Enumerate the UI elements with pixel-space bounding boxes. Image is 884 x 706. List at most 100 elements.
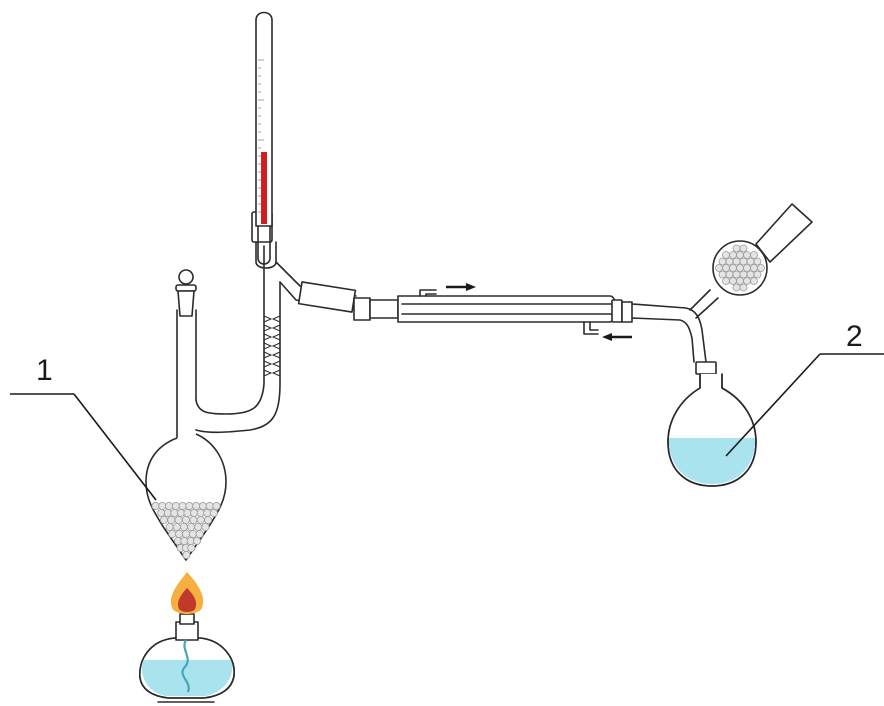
bead xyxy=(751,278,758,285)
column-indentations xyxy=(264,316,280,376)
bead xyxy=(160,516,167,523)
bead xyxy=(193,537,200,544)
bead xyxy=(197,509,204,516)
bead xyxy=(193,502,200,509)
side-arm xyxy=(276,262,370,320)
adapter xyxy=(622,290,718,362)
bead xyxy=(168,516,175,523)
bead xyxy=(213,502,220,509)
bead xyxy=(165,502,172,509)
bead xyxy=(747,271,754,278)
label-1-leader xyxy=(10,394,156,500)
liebig-condenser xyxy=(370,283,632,341)
bead xyxy=(172,502,179,509)
bead xyxy=(740,284,747,291)
column-indent xyxy=(273,334,280,340)
bead xyxy=(188,544,195,551)
fractionating-column xyxy=(252,212,280,376)
column-indent xyxy=(264,325,271,331)
bead xyxy=(754,258,761,265)
bead xyxy=(196,530,203,537)
column-indent xyxy=(273,316,280,322)
bead xyxy=(744,265,751,272)
bead xyxy=(189,530,196,537)
bead xyxy=(747,258,754,265)
bead xyxy=(733,271,740,278)
distillation-flask xyxy=(146,246,280,560)
bead xyxy=(190,516,197,523)
bead xyxy=(197,516,204,523)
bead xyxy=(754,271,761,278)
column-indent xyxy=(264,316,271,322)
bead xyxy=(158,509,165,516)
bead xyxy=(719,271,726,278)
bead xyxy=(184,509,191,516)
boiling-chips xyxy=(152,502,220,558)
thermometer xyxy=(256,13,272,265)
column-indent xyxy=(273,370,280,376)
bead xyxy=(744,278,751,285)
bead xyxy=(733,245,740,252)
bead xyxy=(176,530,183,537)
column-indent xyxy=(264,370,271,376)
bead xyxy=(740,245,747,252)
label-flask-2: 2 xyxy=(846,322,863,352)
label-flask-1: 1 xyxy=(36,356,53,386)
bead xyxy=(733,284,740,291)
bead xyxy=(758,265,765,272)
bead xyxy=(719,258,726,265)
bead xyxy=(751,265,758,272)
bead xyxy=(726,258,733,265)
column-indent xyxy=(273,325,280,331)
bead xyxy=(204,509,211,516)
bead xyxy=(186,502,193,509)
mercury-column xyxy=(261,152,267,224)
bead xyxy=(723,265,730,272)
bead xyxy=(171,509,178,516)
bead xyxy=(730,252,737,259)
bead xyxy=(205,516,212,523)
bead xyxy=(177,509,184,516)
bead xyxy=(182,530,189,537)
bead xyxy=(195,523,202,530)
column-indent xyxy=(273,352,280,358)
bead xyxy=(180,523,187,530)
bead xyxy=(183,551,190,558)
bead xyxy=(737,278,744,285)
water-outlet-arrow-icon xyxy=(446,283,476,291)
column-indent xyxy=(264,361,271,367)
water-inlet-arrow-icon xyxy=(602,333,632,341)
column-indent xyxy=(264,334,271,340)
bead xyxy=(199,502,206,509)
bead xyxy=(737,265,744,272)
bead xyxy=(182,516,189,523)
drying-tube xyxy=(713,204,812,295)
bead xyxy=(730,278,737,285)
column-indent xyxy=(264,343,271,349)
bead xyxy=(169,530,176,537)
receiver-flask xyxy=(668,362,756,486)
distillate-liquid xyxy=(669,438,755,484)
column-indent xyxy=(264,352,271,358)
bead xyxy=(726,271,733,278)
bead xyxy=(164,509,171,516)
bead xyxy=(723,252,730,259)
bead xyxy=(179,502,186,509)
bead xyxy=(187,523,194,530)
bead xyxy=(190,509,197,516)
bead xyxy=(202,523,209,530)
bead xyxy=(159,502,166,509)
bead xyxy=(733,258,740,265)
bead xyxy=(744,252,751,259)
bead xyxy=(175,516,182,523)
bead xyxy=(716,265,723,272)
bead xyxy=(740,271,747,278)
bead xyxy=(210,509,217,516)
bead xyxy=(723,278,730,285)
bead xyxy=(152,502,159,509)
bead xyxy=(166,523,173,530)
column-indent xyxy=(273,361,280,367)
spirit-burner xyxy=(140,572,234,702)
bead xyxy=(740,258,747,265)
